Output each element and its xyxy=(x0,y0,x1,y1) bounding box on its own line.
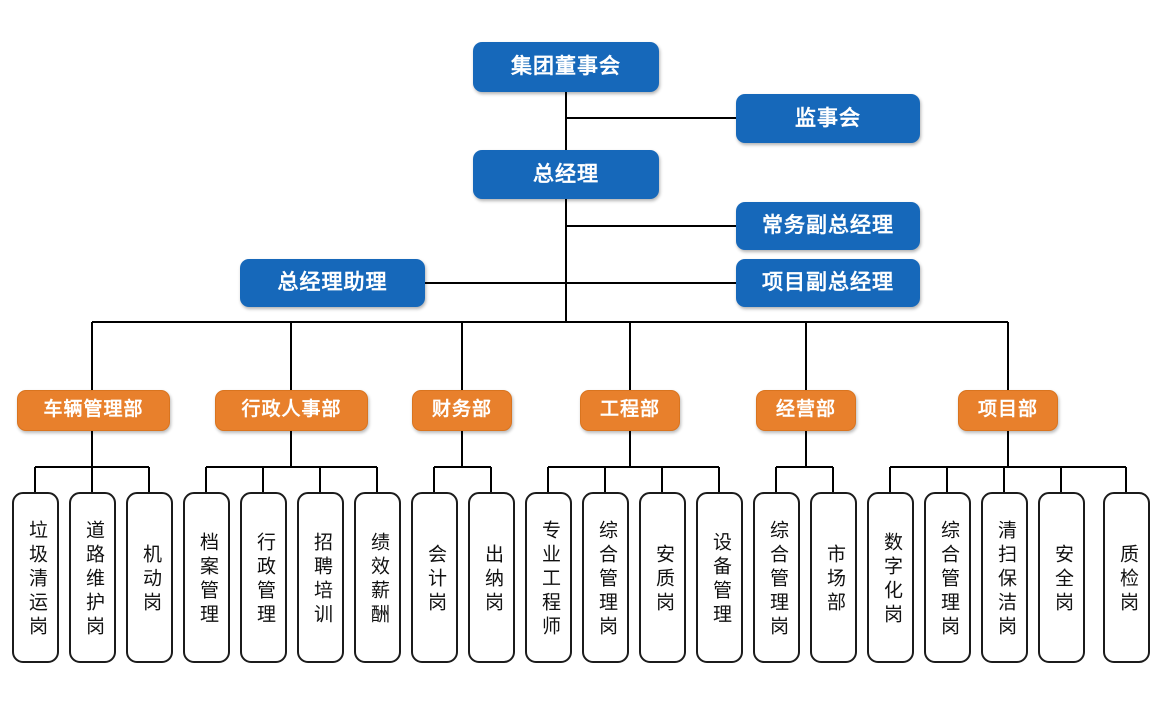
node-post-engineering-general-management[interactable]: 综合管理岗 xyxy=(582,492,629,663)
node-post-digitalization[interactable]: 数字化岗 xyxy=(867,492,914,663)
node-post-safety[interactable]: 安全岗 xyxy=(1038,492,1085,663)
node-post-archive-management[interactable]: 档案管理 xyxy=(183,492,230,663)
node-post-professional-engineer[interactable]: 专业工程师 xyxy=(525,492,572,663)
node-department-finance[interactable]: 财务部 xyxy=(412,390,512,431)
node-post-safety-quality[interactable]: 安质岗 xyxy=(639,492,686,663)
node-post-mobile-duty[interactable]: 机动岗 xyxy=(126,492,173,663)
node-post-administrative-management[interactable]: 行政管理 xyxy=(240,492,287,663)
node-post-performance-compensation[interactable]: 绩效薪酬 xyxy=(354,492,401,663)
node-department-admin-hr[interactable]: 行政人事部 xyxy=(215,390,368,431)
node-department-vehicle-management[interactable]: 车辆管理部 xyxy=(17,390,170,431)
node-general-manager[interactable]: 总经理 xyxy=(473,150,659,199)
node-post-quality-inspection[interactable]: 质检岗 xyxy=(1103,492,1150,663)
node-department-operations[interactable]: 经营部 xyxy=(756,390,856,431)
node-post-road-maintenance[interactable]: 道路维护岗 xyxy=(69,492,116,663)
node-group-board[interactable]: 集团董事会 xyxy=(473,42,659,92)
node-post-marketing[interactable]: 市场部 xyxy=(810,492,857,663)
node-gm-assistant[interactable]: 总经理助理 xyxy=(240,259,425,307)
node-post-garbage-transport[interactable]: 垃圾清运岗 xyxy=(12,492,59,663)
node-supervisory-board[interactable]: 监事会 xyxy=(736,94,920,143)
node-post-operations-general-management[interactable]: 综合管理岗 xyxy=(753,492,800,663)
node-post-accounting[interactable]: 会计岗 xyxy=(411,492,458,663)
node-department-engineering[interactable]: 工程部 xyxy=(580,390,680,431)
node-post-equipment-management[interactable]: 设备管理 xyxy=(696,492,743,663)
node-post-project-general-management[interactable]: 综合管理岗 xyxy=(924,492,971,663)
node-post-cleaning-sanitation[interactable]: 清扫保洁岗 xyxy=(981,492,1028,663)
node-executive-deputy-gm[interactable]: 常务副总经理 xyxy=(736,202,920,250)
node-department-project[interactable]: 项目部 xyxy=(958,390,1058,431)
node-post-recruitment-training[interactable]: 招聘培训 xyxy=(297,492,344,663)
node-project-deputy-gm[interactable]: 项目副总经理 xyxy=(736,259,920,307)
node-post-cashier[interactable]: 出纳岗 xyxy=(468,492,515,663)
